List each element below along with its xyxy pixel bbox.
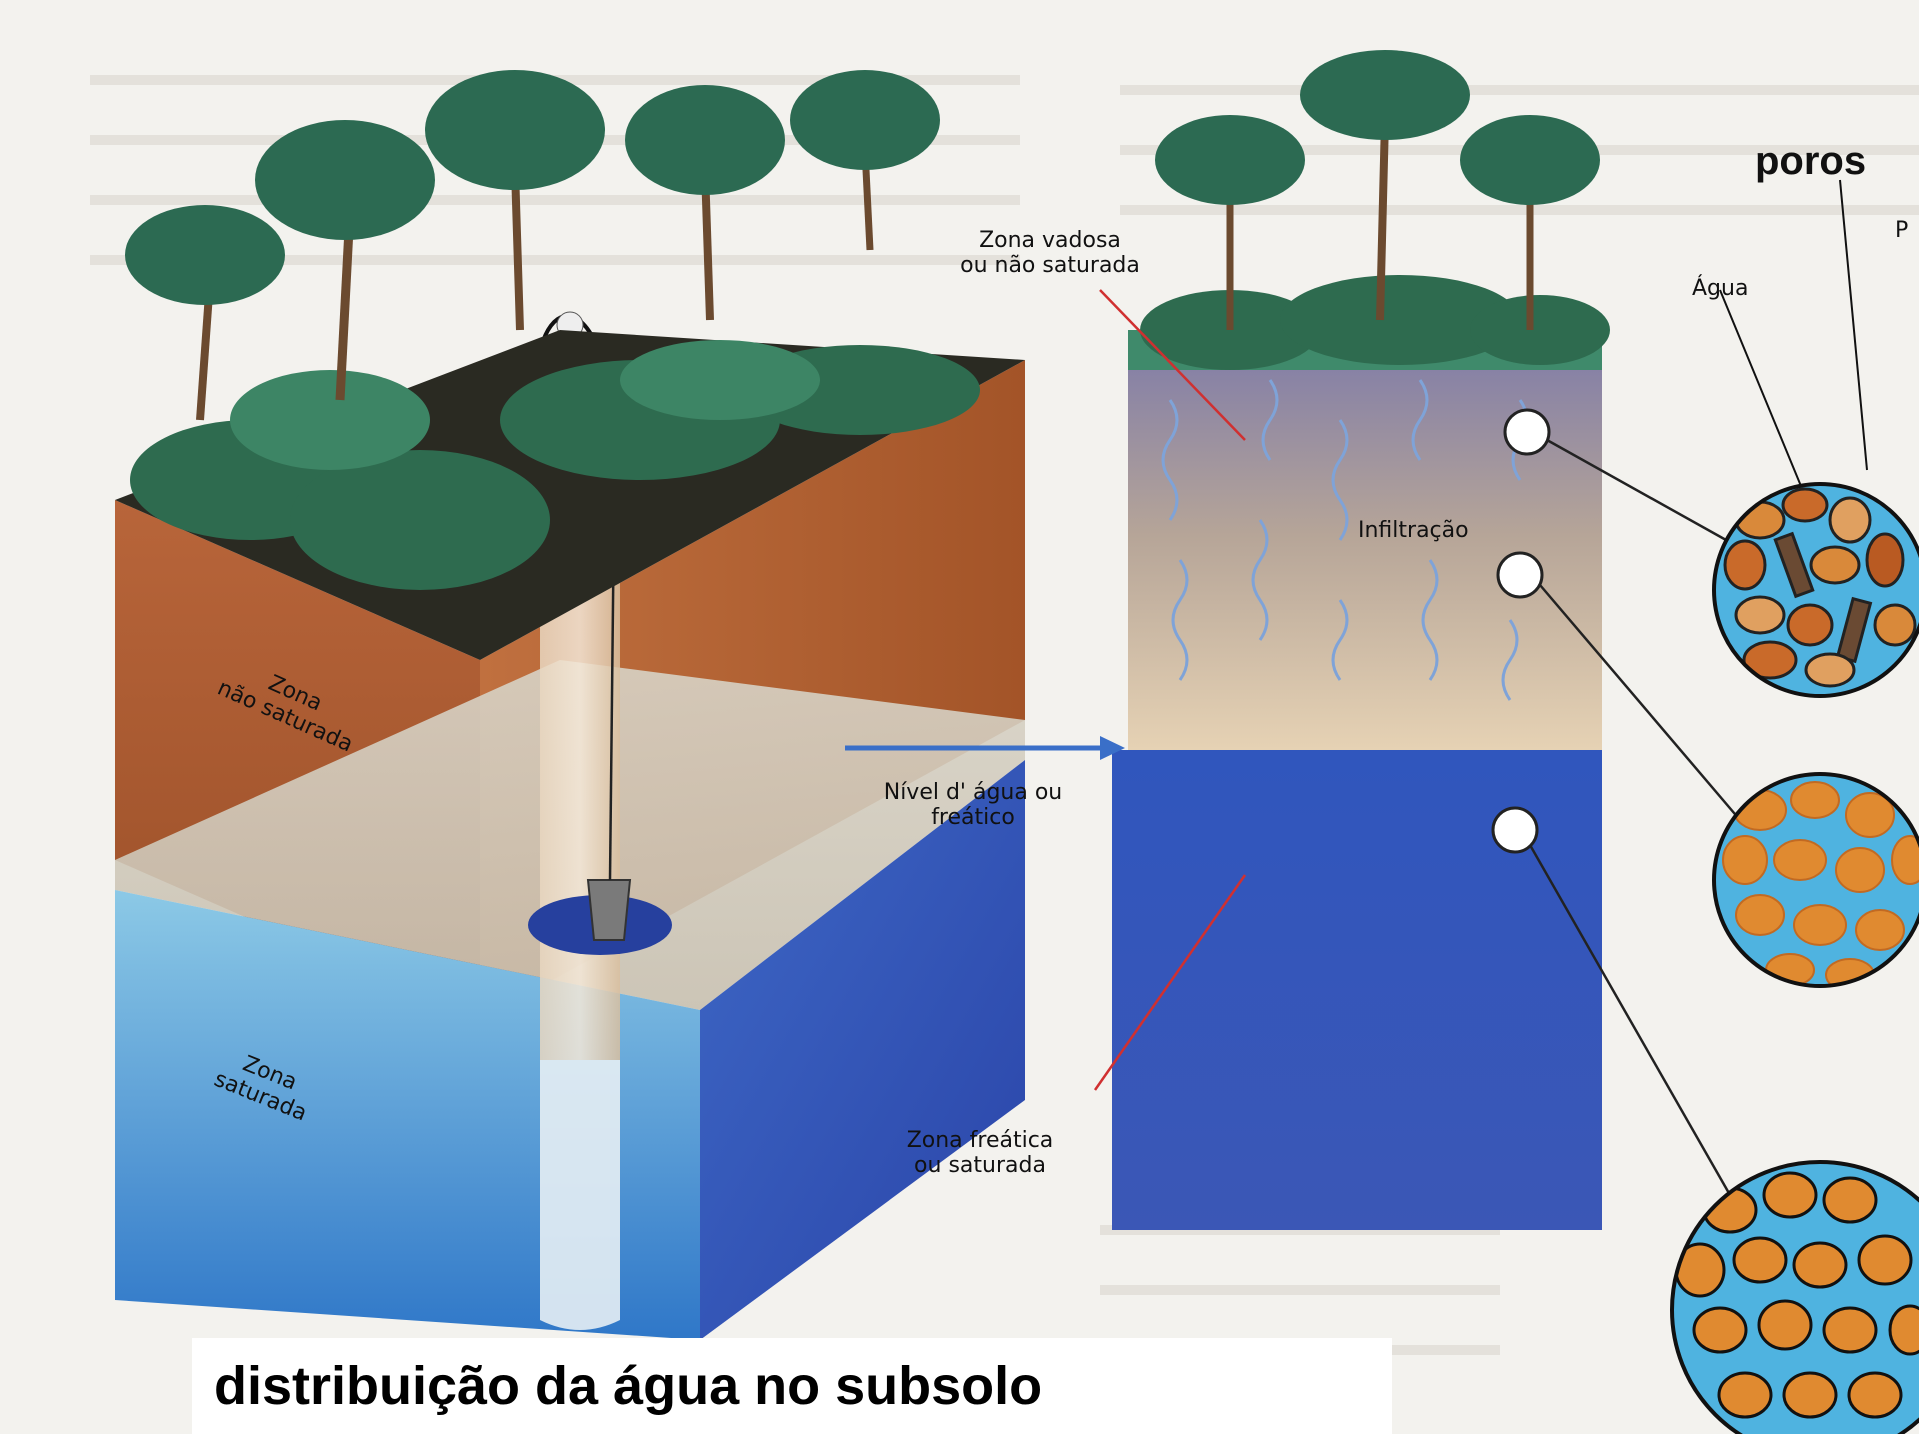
phreatic-zone-label: Zona freática ou saturada [906, 1128, 1054, 1179]
pores-label-pointer [1839, 179, 1868, 471]
water-label: Água [1692, 276, 1749, 301]
well-shaft-lower [540, 1060, 620, 1330]
water-level-label: Nível d' água ou freático [883, 780, 1063, 831]
leader-upper [1546, 438, 1736, 547]
sample-point-lower [1491, 806, 1539, 854]
leader-lower [1528, 844, 1732, 1196]
bucket [586, 879, 632, 941]
pore-magnifier-upper [1712, 482, 1919, 698]
sample-point-middle [1496, 551, 1544, 599]
sample-point-upper [1503, 408, 1551, 456]
infiltration-label: Infiltração [1358, 518, 1469, 543]
water-label-pointer [1719, 289, 1816, 521]
pore-magnifier-middle [1712, 772, 1919, 988]
infiltration-arrows [1161, 379, 1529, 701]
pore-magnifier-lower [1670, 1160, 1919, 1434]
clipped-label-fragment: P [1895, 218, 1909, 243]
left-cutaway-block [115, 70, 1025, 1340]
saturated-side-face [700, 760, 1025, 1340]
right-column-profile [1112, 50, 1741, 1230]
vadose-zone-label: Zona vadosa ou não saturada [960, 228, 1140, 279]
left-trees [125, 70, 940, 421]
diagram-caption: distribuição da água no subsolo [214, 1356, 1043, 1416]
right-vegetation [1128, 50, 1610, 370]
caption-box [192, 1338, 1392, 1434]
leader-middle [1539, 584, 1741, 821]
left-vegetation [130, 340, 980, 590]
pores-title: poros [1755, 139, 1867, 183]
label-pointers [845, 179, 1868, 1091]
